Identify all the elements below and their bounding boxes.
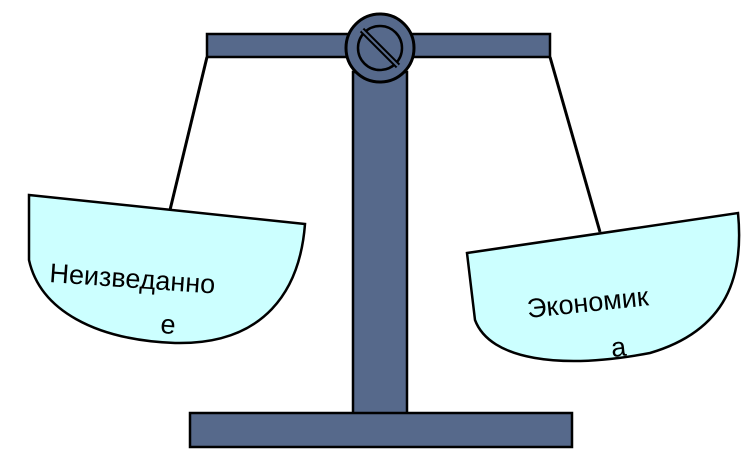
prohibition-sign-icon <box>346 14 414 82</box>
left-string <box>170 57 207 210</box>
scale-column <box>353 72 407 417</box>
left-pan: Неизведанно е <box>29 195 305 343</box>
right-pan: Экономик а <box>467 213 739 363</box>
left-pan-label-line2: е <box>160 309 177 340</box>
scale-base <box>190 413 572 447</box>
right-string <box>550 57 600 232</box>
